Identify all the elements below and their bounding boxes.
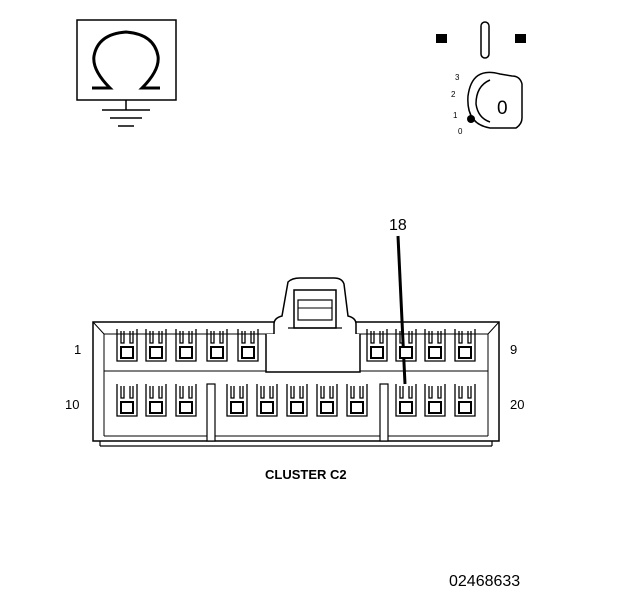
pin-cavity — [454, 329, 476, 362]
pin-cavity — [145, 329, 167, 362]
pin-cavity — [286, 384, 308, 417]
position-label-3: 3 — [455, 73, 460, 82]
key-position-label: 0 — [497, 98, 508, 119]
callout-leader-line — [396, 235, 407, 385]
bottom-row-pins — [116, 384, 476, 417]
pin-label-top-left: 1 — [74, 342, 81, 357]
pin-cavity — [256, 384, 278, 417]
pin-cavity — [346, 384, 368, 417]
ohm-ground-icon — [76, 19, 177, 127]
connector-latch — [265, 277, 361, 373]
connector-title: CLUSTER C2 — [265, 467, 347, 482]
pin-cavity — [366, 329, 388, 362]
pin-cavity — [175, 329, 197, 362]
pin-cavity — [175, 384, 197, 417]
pin-cavity — [116, 329, 138, 362]
pin-cavity — [424, 384, 446, 417]
position-label-0: 0 — [458, 127, 463, 136]
pin-cavity — [454, 384, 476, 417]
pin-cavity — [145, 384, 167, 417]
figure-id: 02468633 — [449, 573, 520, 590]
ignition-switch-icon: 3 2 1 0 0 — [436, 21, 526, 136]
pin-label-top-right: 9 — [510, 342, 517, 357]
top-row-pins — [116, 329, 476, 362]
callout-pin-label: 18 — [389, 217, 407, 234]
pin-cavity — [395, 329, 417, 362]
pin-cavity — [116, 384, 138, 417]
pin-cavity — [237, 329, 259, 362]
position-label-2: 2 — [451, 90, 456, 99]
pin-cavity — [226, 384, 248, 417]
pin-label-bottom-left: 10 — [65, 397, 79, 412]
pin-cavity — [206, 329, 228, 362]
position-label-1: 1 — [453, 111, 458, 120]
pin-cavity — [424, 329, 446, 362]
pin-label-bottom-right: 20 — [510, 397, 524, 412]
pin-cavity — [395, 384, 417, 417]
pin-cavity — [316, 384, 338, 417]
